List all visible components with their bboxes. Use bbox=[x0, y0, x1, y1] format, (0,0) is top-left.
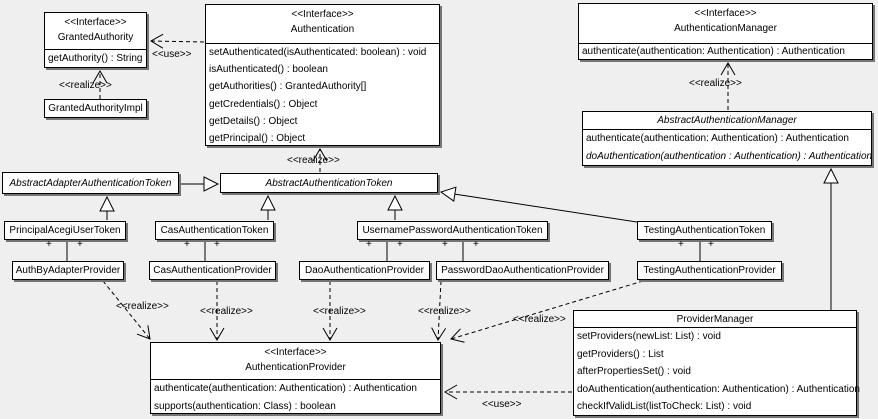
association-plus: + bbox=[366, 239, 372, 250]
association-plus: + bbox=[708, 239, 714, 250]
method-label: getProviders() : List bbox=[577, 348, 664, 360]
class-authentication-manager: <<Interface>> AuthenticationManager auth… bbox=[578, 3, 873, 60]
realize-label: <<realize>> bbox=[313, 306, 366, 317]
class-dao-authentication-provider: DaoAuthenticationProvider bbox=[299, 261, 430, 280]
class-name: AbstractAuthenticationManager bbox=[583, 112, 871, 130]
association-plus: + bbox=[442, 239, 448, 250]
realize-label: <<realize>> bbox=[200, 306, 253, 317]
class-name: CasAuthenticationProvider bbox=[153, 265, 272, 276]
method-label: checkIfValidList(listToCheck: List) : vo… bbox=[577, 401, 752, 413]
class-name: AuthenticationManager bbox=[674, 23, 777, 34]
class-authentication: <<Interface>> Authentication setAuthenti… bbox=[205, 4, 440, 146]
realize-label: <<realize>> bbox=[689, 78, 742, 89]
method-label: setProviders(newList: List) : void bbox=[577, 331, 721, 342]
class-name: TestingAuthenticationToken bbox=[643, 225, 766, 236]
class-testing-authentication-token: TestingAuthenticationToken bbox=[637, 221, 772, 240]
class-name: AuthByAdapterProvider bbox=[15, 265, 121, 276]
association-plus: + bbox=[214, 239, 220, 250]
class-name: PasswordDaoAuthenticationProvider bbox=[441, 265, 604, 276]
realize-label: <<realize>> bbox=[513, 314, 566, 325]
class-name: GrantedAuthorityImpl bbox=[48, 103, 143, 114]
use-label: <<use>> bbox=[482, 399, 522, 410]
class-name: DaoAuthenticationProvider bbox=[305, 265, 424, 276]
class-name: Authentication bbox=[290, 24, 355, 35]
association-plus: + bbox=[184, 239, 190, 250]
method-label: supports(authentication: Class) : boolea… bbox=[154, 400, 336, 412]
method-label: authenticate(authentication: Authenticat… bbox=[586, 133, 849, 144]
stereotype-label: <<Interface>> bbox=[64, 17, 127, 28]
method-label: isAuthenticated() : boolean bbox=[209, 64, 328, 76]
association-plus: + bbox=[46, 239, 52, 250]
association-plus: + bbox=[397, 239, 403, 250]
class-header: <<Interface>> AuthenticationProvider bbox=[151, 343, 440, 380]
method-label: setAuthenticated(isAuthenticated: boolea… bbox=[209, 47, 427, 58]
class-abstract-adapter-authentication-token: AbstractAdapterAuthenticationToken bbox=[2, 172, 179, 194]
method-label: getAuthorities() : GrantedAuthority[] bbox=[209, 81, 367, 93]
class-name: AuthenticationProvider bbox=[245, 362, 346, 373]
class-granted-authority: <<Interface>> GrantedAuthority getAuthor… bbox=[44, 12, 147, 68]
realize-label: <<realize>> bbox=[418, 306, 471, 317]
class-abstract-authentication-manager: AbstractAuthenticationManager authentica… bbox=[582, 111, 872, 166]
class-authentication-provider: <<Interface>> AuthenticationProvider aut… bbox=[150, 342, 441, 414]
stereotype-label: <<Interface>> bbox=[694, 8, 757, 19]
method-label: getDetails() : Object bbox=[209, 115, 298, 127]
realize-label: <<realize>> bbox=[287, 155, 340, 166]
class-password-dao-authentication-provider: PasswordDaoAuthenticationProvider bbox=[436, 261, 609, 280]
gen-edge-testing-token bbox=[439, 186, 638, 223]
stereotype-label: <<Interface>> bbox=[291, 9, 354, 20]
class-name: AbstractAuthenticationToken bbox=[265, 177, 393, 189]
method-label: getCredentials() : Object bbox=[209, 98, 318, 110]
stereotype-label: <<Interface>> bbox=[264, 347, 327, 358]
method-label: afterPropertiesSet() : void bbox=[577, 366, 691, 378]
class-header: <<Interface>> AuthenticationManager bbox=[579, 4, 872, 44]
method-label: doAuthentication(authentication : Authen… bbox=[586, 151, 873, 162]
class-header: <<Interface>> GrantedAuthority bbox=[45, 13, 146, 50]
class-principal-acegi-user-token: PrincipalAcegiUserToken bbox=[4, 221, 126, 240]
method-label: getAuthority() : String bbox=[48, 53, 143, 64]
class-name: PrincipalAcegiUserToken bbox=[9, 225, 121, 236]
class-auth-by-adapter-provider: AuthByAdapterProvider bbox=[12, 261, 124, 280]
class-name: TestingAuthenticationProvider bbox=[643, 265, 776, 276]
association-plus: + bbox=[77, 239, 83, 250]
class-name: ProviderManager bbox=[574, 311, 856, 328]
class-provider-manager: ProviderManager setProviders(newList: Li… bbox=[573, 310, 860, 416]
method-label: getPrincipal() : Object bbox=[209, 132, 306, 144]
class-cas-authentication-token: CasAuthenticationToken bbox=[155, 221, 274, 240]
realize-label: <<realize>> bbox=[59, 80, 112, 91]
realize-label: <<realize>> bbox=[116, 301, 169, 312]
class-abstract-authentication-token: AbstractAuthenticationToken bbox=[220, 173, 438, 193]
method-label: doAuthentication(authentication: Authent… bbox=[577, 383, 860, 395]
class-header: <<Interface>> Authentication bbox=[206, 5, 439, 44]
use-label: <<use>> bbox=[152, 49, 192, 60]
association-plus: + bbox=[473, 239, 479, 250]
association-plus: + bbox=[678, 239, 684, 250]
class-cas-authentication-provider: CasAuthenticationProvider bbox=[149, 261, 276, 280]
method-label: authenticate(authentication: Authenticat… bbox=[582, 46, 845, 57]
class-granted-authority-impl: GrantedAuthorityImpl bbox=[44, 99, 147, 118]
class-name: UsernamePasswordAuthenticationToken bbox=[362, 225, 543, 236]
method-label: authenticate(authentication: Authenticat… bbox=[154, 383, 417, 394]
use-edge-authentication-grantedauthority bbox=[150, 33, 205, 49]
class-name: AbstractAdapterAuthenticationToken bbox=[9, 177, 172, 189]
class-name: CasAuthenticationToken bbox=[160, 225, 269, 236]
class-username-password-authentication-token: UsernamePasswordAuthenticationToken bbox=[357, 221, 548, 240]
class-testing-authentication-provider: TestingAuthenticationProvider bbox=[637, 261, 782, 280]
class-name: GrantedAuthority bbox=[57, 32, 134, 43]
